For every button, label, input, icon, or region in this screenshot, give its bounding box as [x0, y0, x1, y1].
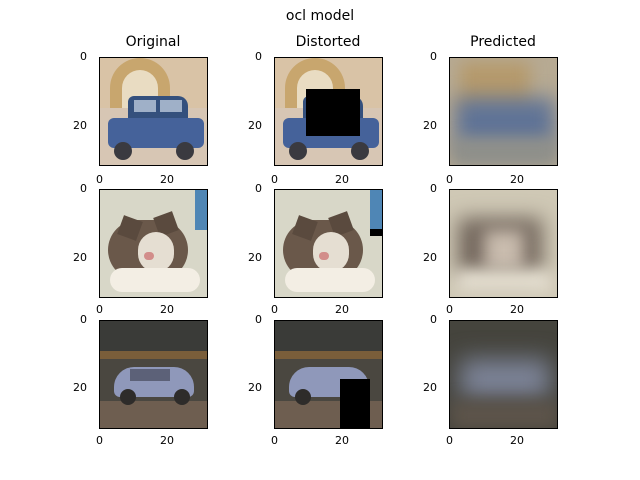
y-tick-label-0: 0	[430, 182, 437, 195]
column-title-original: Original	[125, 34, 181, 50]
y-tick-label-20: 20	[423, 119, 437, 132]
y-tick-label-20: 20	[423, 251, 437, 264]
x-tick-label-0: 0	[446, 434, 453, 447]
x-tick-label-0: 0	[446, 303, 453, 316]
x-tick-label-20: 20	[510, 173, 524, 186]
x-tick-label-0: 0	[96, 434, 103, 447]
image-original-car	[99, 57, 208, 166]
figure-title: ocl model	[285, 8, 355, 24]
image-original-cat	[99, 189, 208, 298]
image-distorted-car	[274, 57, 383, 166]
x-tick-label-0: 0	[271, 173, 278, 186]
y-tick-label-20: 20	[248, 381, 262, 394]
column-title-distorted: Distorted	[295, 34, 361, 50]
occlusion-mask	[306, 89, 360, 136]
x-tick-label-0: 0	[96, 173, 103, 186]
y-tick-label-20: 20	[73, 119, 87, 132]
x-tick-label-0: 0	[96, 303, 103, 316]
y-tick-label-0: 0	[255, 313, 262, 326]
y-tick-label-20: 20	[73, 381, 87, 394]
x-tick-label-20: 20	[160, 434, 174, 447]
y-tick-label-20: 20	[248, 251, 262, 264]
occlusion-mask	[340, 379, 370, 428]
x-tick-label-20: 20	[335, 434, 349, 447]
image-predicted-cat	[449, 189, 558, 298]
y-tick-label-0: 0	[255, 182, 262, 195]
y-tick-label-20: 20	[248, 119, 262, 132]
x-tick-label-0: 0	[271, 303, 278, 316]
image-original-silver-car	[99, 320, 208, 429]
y-tick-label-0: 0	[255, 50, 262, 63]
x-tick-label-20: 20	[160, 303, 174, 316]
x-tick-label-20: 20	[335, 303, 349, 316]
y-tick-label-20: 20	[73, 251, 87, 264]
x-tick-label-0: 0	[446, 173, 453, 186]
image-distorted-cat	[274, 189, 383, 298]
image-predicted-silver-car	[449, 320, 558, 429]
y-tick-label-0: 0	[430, 50, 437, 63]
occlusion-mask	[370, 229, 382, 236]
x-tick-label-20: 20	[510, 434, 524, 447]
x-tick-label-20: 20	[335, 173, 349, 186]
x-tick-label-0: 0	[271, 434, 278, 447]
y-tick-label-0: 0	[80, 50, 87, 63]
y-tick-label-0: 0	[80, 182, 87, 195]
y-tick-label-20: 20	[423, 381, 437, 394]
image-distorted-silver-car	[274, 320, 383, 429]
x-tick-label-20: 20	[510, 303, 524, 316]
y-tick-label-0: 0	[80, 313, 87, 326]
image-predicted-car	[449, 57, 558, 166]
x-tick-label-20: 20	[160, 173, 174, 186]
column-title-predicted: Predicted	[470, 34, 536, 50]
y-tick-label-0: 0	[430, 313, 437, 326]
